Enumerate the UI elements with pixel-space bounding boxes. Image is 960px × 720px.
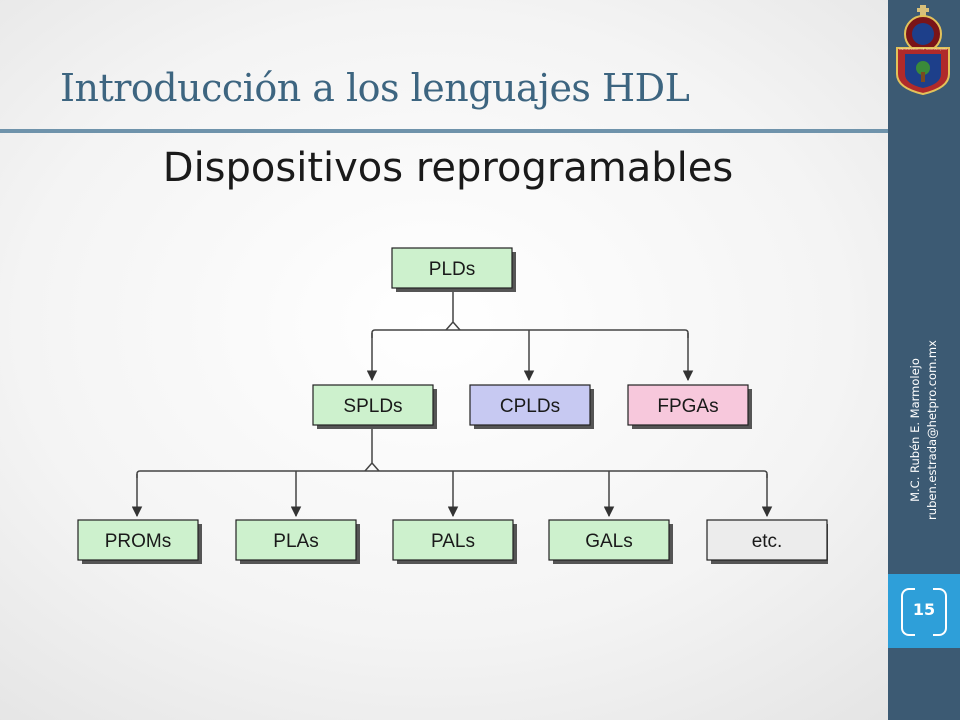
node-splds: SPLDs <box>312 384 437 429</box>
node-pals: PALs <box>392 519 517 564</box>
node-label-splds: SPLDs <box>343 396 402 417</box>
university-seal-logo: UNIVERSIDAD DE GUADALAJARA <box>896 5 950 96</box>
node-label-pals: PALs <box>431 531 475 552</box>
author-credit: M.C. Rubén E. Marmolejo ruben.estrada@he… <box>907 340 941 520</box>
slide-subtitle: Dispositivos reprogramables <box>162 145 734 191</box>
node-label-proms: PROMs <box>105 531 172 552</box>
node-gals: GALs <box>548 519 673 564</box>
slide-title: Introducción a los lenguajes HDL <box>60 66 690 110</box>
node-label-gals: GALs <box>585 531 633 552</box>
node-label-cplds: CPLDs <box>500 396 560 417</box>
author-name: M.C. Rubén E. Marmolejo <box>908 358 922 502</box>
node-label-etc: etc. <box>752 531 783 552</box>
author-email: ruben.estrada@hetpro.com.mx <box>925 340 939 520</box>
node-fpgas: FPGAs <box>627 384 752 429</box>
slide-area: Introducción a los lenguajes HDL Disposi… <box>0 66 888 564</box>
node-plds: PLDs <box>391 247 516 292</box>
node-etc: etc. <box>706 519 828 564</box>
node-label-fpgas: FPGAs <box>657 396 718 417</box>
node-plas: PLAs <box>235 519 360 564</box>
title-divider <box>0 129 888 133</box>
slide-number-bracket-right <box>933 588 947 636</box>
pld-hierarchy-diagram: PLDs SPLDs CPLDs FPGAs PROMs PLAs <box>77 247 828 564</box>
slide-number: 15 <box>912 600 936 619</box>
logo-text: UNIVERSIDAD DE GUADALAJARA <box>899 47 948 51</box>
node-cplds: CPLDs <box>469 384 594 429</box>
connectors-root <box>366 286 694 382</box>
node-label-plds: PLDs <box>429 259 475 280</box>
slide-number-bracket-left <box>901 588 915 636</box>
connectors-splds <box>131 426 773 518</box>
slide-number-box: 15 <box>888 574 960 648</box>
node-label-plas: PLAs <box>273 531 318 552</box>
node-proms: PROMs <box>77 519 202 564</box>
